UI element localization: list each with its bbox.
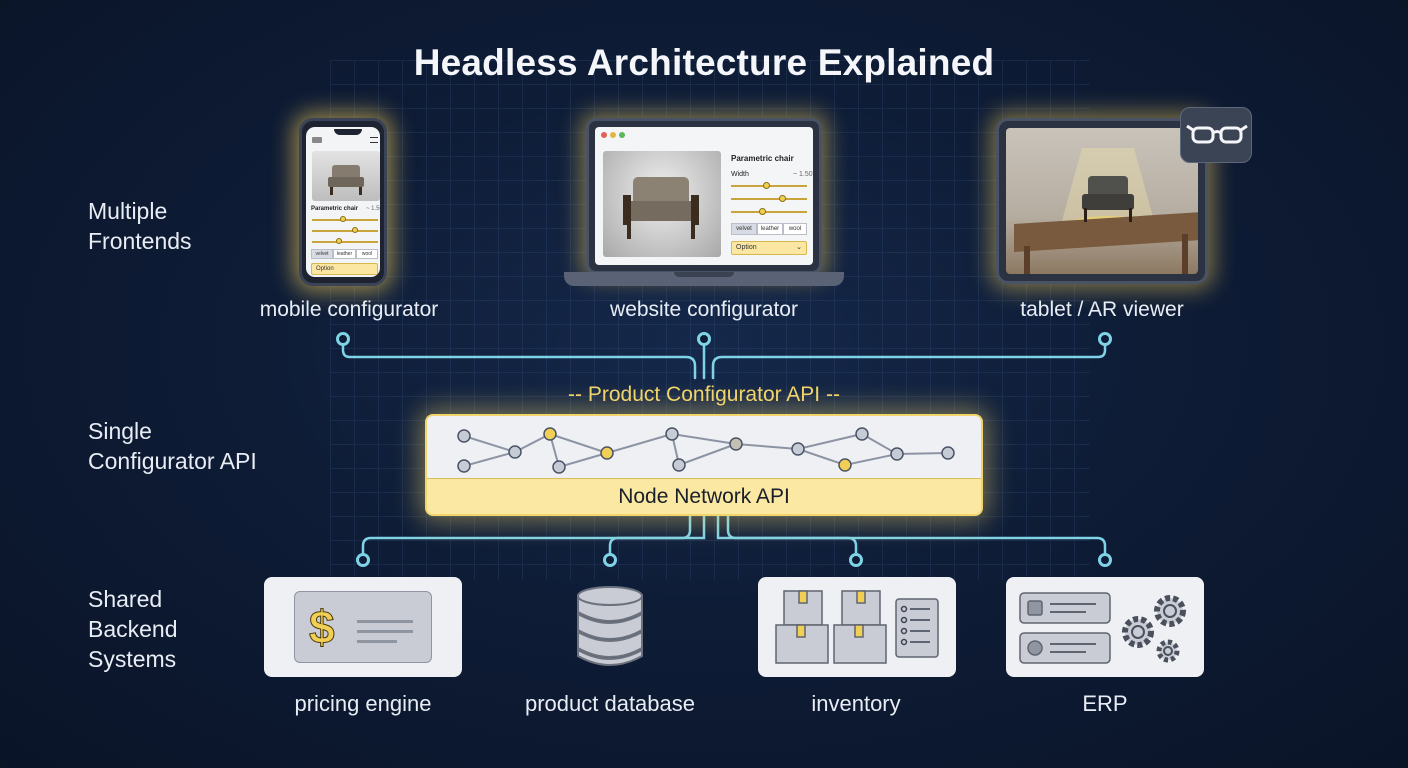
website-device: Parametric chair Width ~ 1.50 velvet lea… <box>586 118 822 274</box>
api-caption: -- Product Configurator API -- <box>568 383 840 406</box>
width-value: ~ 1.50 <box>366 206 380 212</box>
frontend-label-website: website configurator <box>610 298 798 321</box>
website-screen: Parametric chair Width ~ 1.50 velvet lea… <box>595 127 813 265</box>
node-network-api-box: Node Network API <box>425 414 983 516</box>
slider-knob[interactable] <box>779 195 786 202</box>
ar-glasses-button[interactable] <box>1180 107 1252 163</box>
tier-label-frontends: Multiple Frontends <box>88 198 192 254</box>
wire-database <box>608 514 706 558</box>
ar-scene <box>1014 148 1198 274</box>
wire-erp <box>726 514 1107 558</box>
backend-label-inventory: inventory <box>811 691 901 716</box>
material-chip[interactable]: velvet <box>311 249 333 259</box>
chair-icon <box>623 177 699 239</box>
backend-card-erp <box>1006 577 1204 677</box>
laptop-base <box>564 272 844 286</box>
slider[interactable] <box>731 198 807 200</box>
width-value: ~ 1.50 <box>793 171 813 178</box>
tablet-device <box>996 118 1208 284</box>
slider[interactable] <box>312 230 378 232</box>
product-title: Parametric chair <box>731 154 794 163</box>
chair-preview <box>603 151 721 257</box>
chevron-down-icon: ⌄ <box>796 244 802 251</box>
slider-knob[interactable] <box>340 216 346 222</box>
backend-card-pricing: $ <box>264 577 462 677</box>
backend-label-database: product database <box>524 691 696 716</box>
material-chip[interactable]: wool <box>783 223 807 235</box>
port-database <box>603 553 617 567</box>
mobile-device: Parametric chair ~ 1.50 velvet leather w… <box>299 118 387 286</box>
camera-icon <box>312 137 322 143</box>
slider-knob[interactable] <box>336 238 342 244</box>
boxes-checklist-icon <box>775 590 939 664</box>
frontend-label-tablet: tablet / AR viewer <box>1020 298 1184 321</box>
database-icon <box>574 584 646 675</box>
chair-thumbnail <box>312 151 380 201</box>
tier-label-api: Single Configurator API <box>88 418 257 474</box>
port-tablet <box>1098 332 1112 346</box>
backend-label-erp: ERP <box>1082 691 1128 716</box>
material-chip[interactable]: wool <box>356 249 378 259</box>
frontend-label-mobile: mobile configurator <box>259 298 439 321</box>
glasses-icon <box>1186 124 1248 144</box>
option-dropdown[interactable]: Option <box>311 263 378 275</box>
port-inventory <box>849 553 863 567</box>
wire-mobile <box>341 343 697 380</box>
port-erp <box>1098 553 1112 567</box>
node-network-graph <box>457 427 955 474</box>
wire-pricing <box>361 514 692 558</box>
width-label: Width <box>731 171 749 178</box>
dollar-icon: $ <box>309 601 336 654</box>
backend-card-inventory <box>758 577 956 677</box>
material-chip[interactable]: leather <box>757 223 783 235</box>
slider-knob[interactable] <box>352 227 358 233</box>
wire-tablet <box>711 343 1107 380</box>
material-chip[interactable]: leather <box>333 249 356 259</box>
port-pricing <box>356 553 370 567</box>
erp-gears-icon <box>1019 592 1186 664</box>
slider-knob[interactable] <box>759 208 766 215</box>
wire-inventory <box>716 514 858 558</box>
product-title: Parametric chair <box>311 206 359 212</box>
pricing-panel: $ <box>294 591 432 663</box>
chair-icon <box>328 165 364 195</box>
option-dropdown[interactable]: Option⌄ <box>731 241 807 255</box>
port-website <box>697 332 711 346</box>
page-title: Headless Architecture Explained <box>413 42 995 83</box>
backend-label-pricing: pricing engine <box>294 691 432 716</box>
slider[interactable] <box>731 211 807 213</box>
slider[interactable] <box>312 241 378 243</box>
api-label: Node Network API <box>427 478 981 514</box>
menu-icon <box>370 137 378 143</box>
slider-knob[interactable] <box>763 182 770 189</box>
port-mobile <box>336 332 350 346</box>
ar-screen <box>1006 128 1198 274</box>
tier-label-backend: Shared Backend Systems <box>88 586 178 672</box>
mobile-screen: Parametric chair ~ 1.50 velvet leather w… <box>306 127 380 277</box>
material-chip[interactable]: velvet <box>731 223 757 235</box>
